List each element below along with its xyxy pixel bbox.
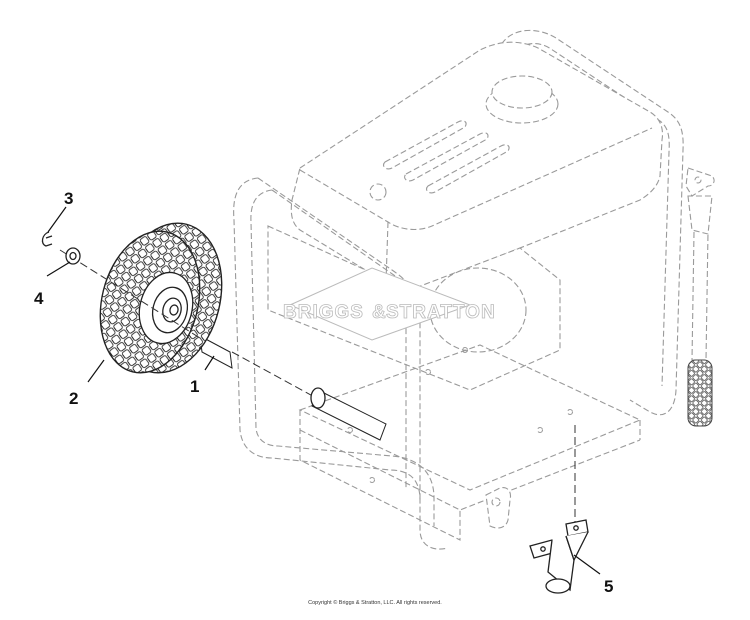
handle bbox=[685, 167, 715, 427]
callout-5: 5 bbox=[604, 577, 613, 596]
watermark-text-right: STRATTON bbox=[386, 302, 496, 323]
svg-text:&: & bbox=[372, 302, 387, 323]
fuel-tank bbox=[290, 41, 664, 289]
callout-3: 3 bbox=[64, 189, 73, 208]
support-foot bbox=[529, 425, 589, 594]
callout-1: 1 bbox=[190, 377, 199, 396]
washer bbox=[65, 247, 81, 265]
wheel bbox=[99, 222, 223, 374]
axle bbox=[199, 335, 387, 441]
callout-4: 4 bbox=[34, 289, 44, 308]
callout-leaders bbox=[46, 206, 601, 575]
copyright-notice: Copyright © Briggs & Stratton, LLC. All … bbox=[308, 600, 442, 606]
watermark-text-left: BRIGGS bbox=[283, 302, 364, 323]
retaining-clip bbox=[41, 231, 53, 247]
handle-grip bbox=[687, 359, 713, 427]
wheel-axis-line bbox=[59, 249, 201, 339]
brand-watermark: BRIGGS & STRATTON bbox=[283, 267, 496, 341]
generator-ghost: BRIGGS & STRATTON bbox=[233, 29, 684, 550]
callout-labels: 3 4 2 1 5 bbox=[34, 189, 613, 596]
front-frame: BRIGGS & STRATTON bbox=[233, 177, 642, 550]
callout-2: 2 bbox=[69, 389, 78, 408]
